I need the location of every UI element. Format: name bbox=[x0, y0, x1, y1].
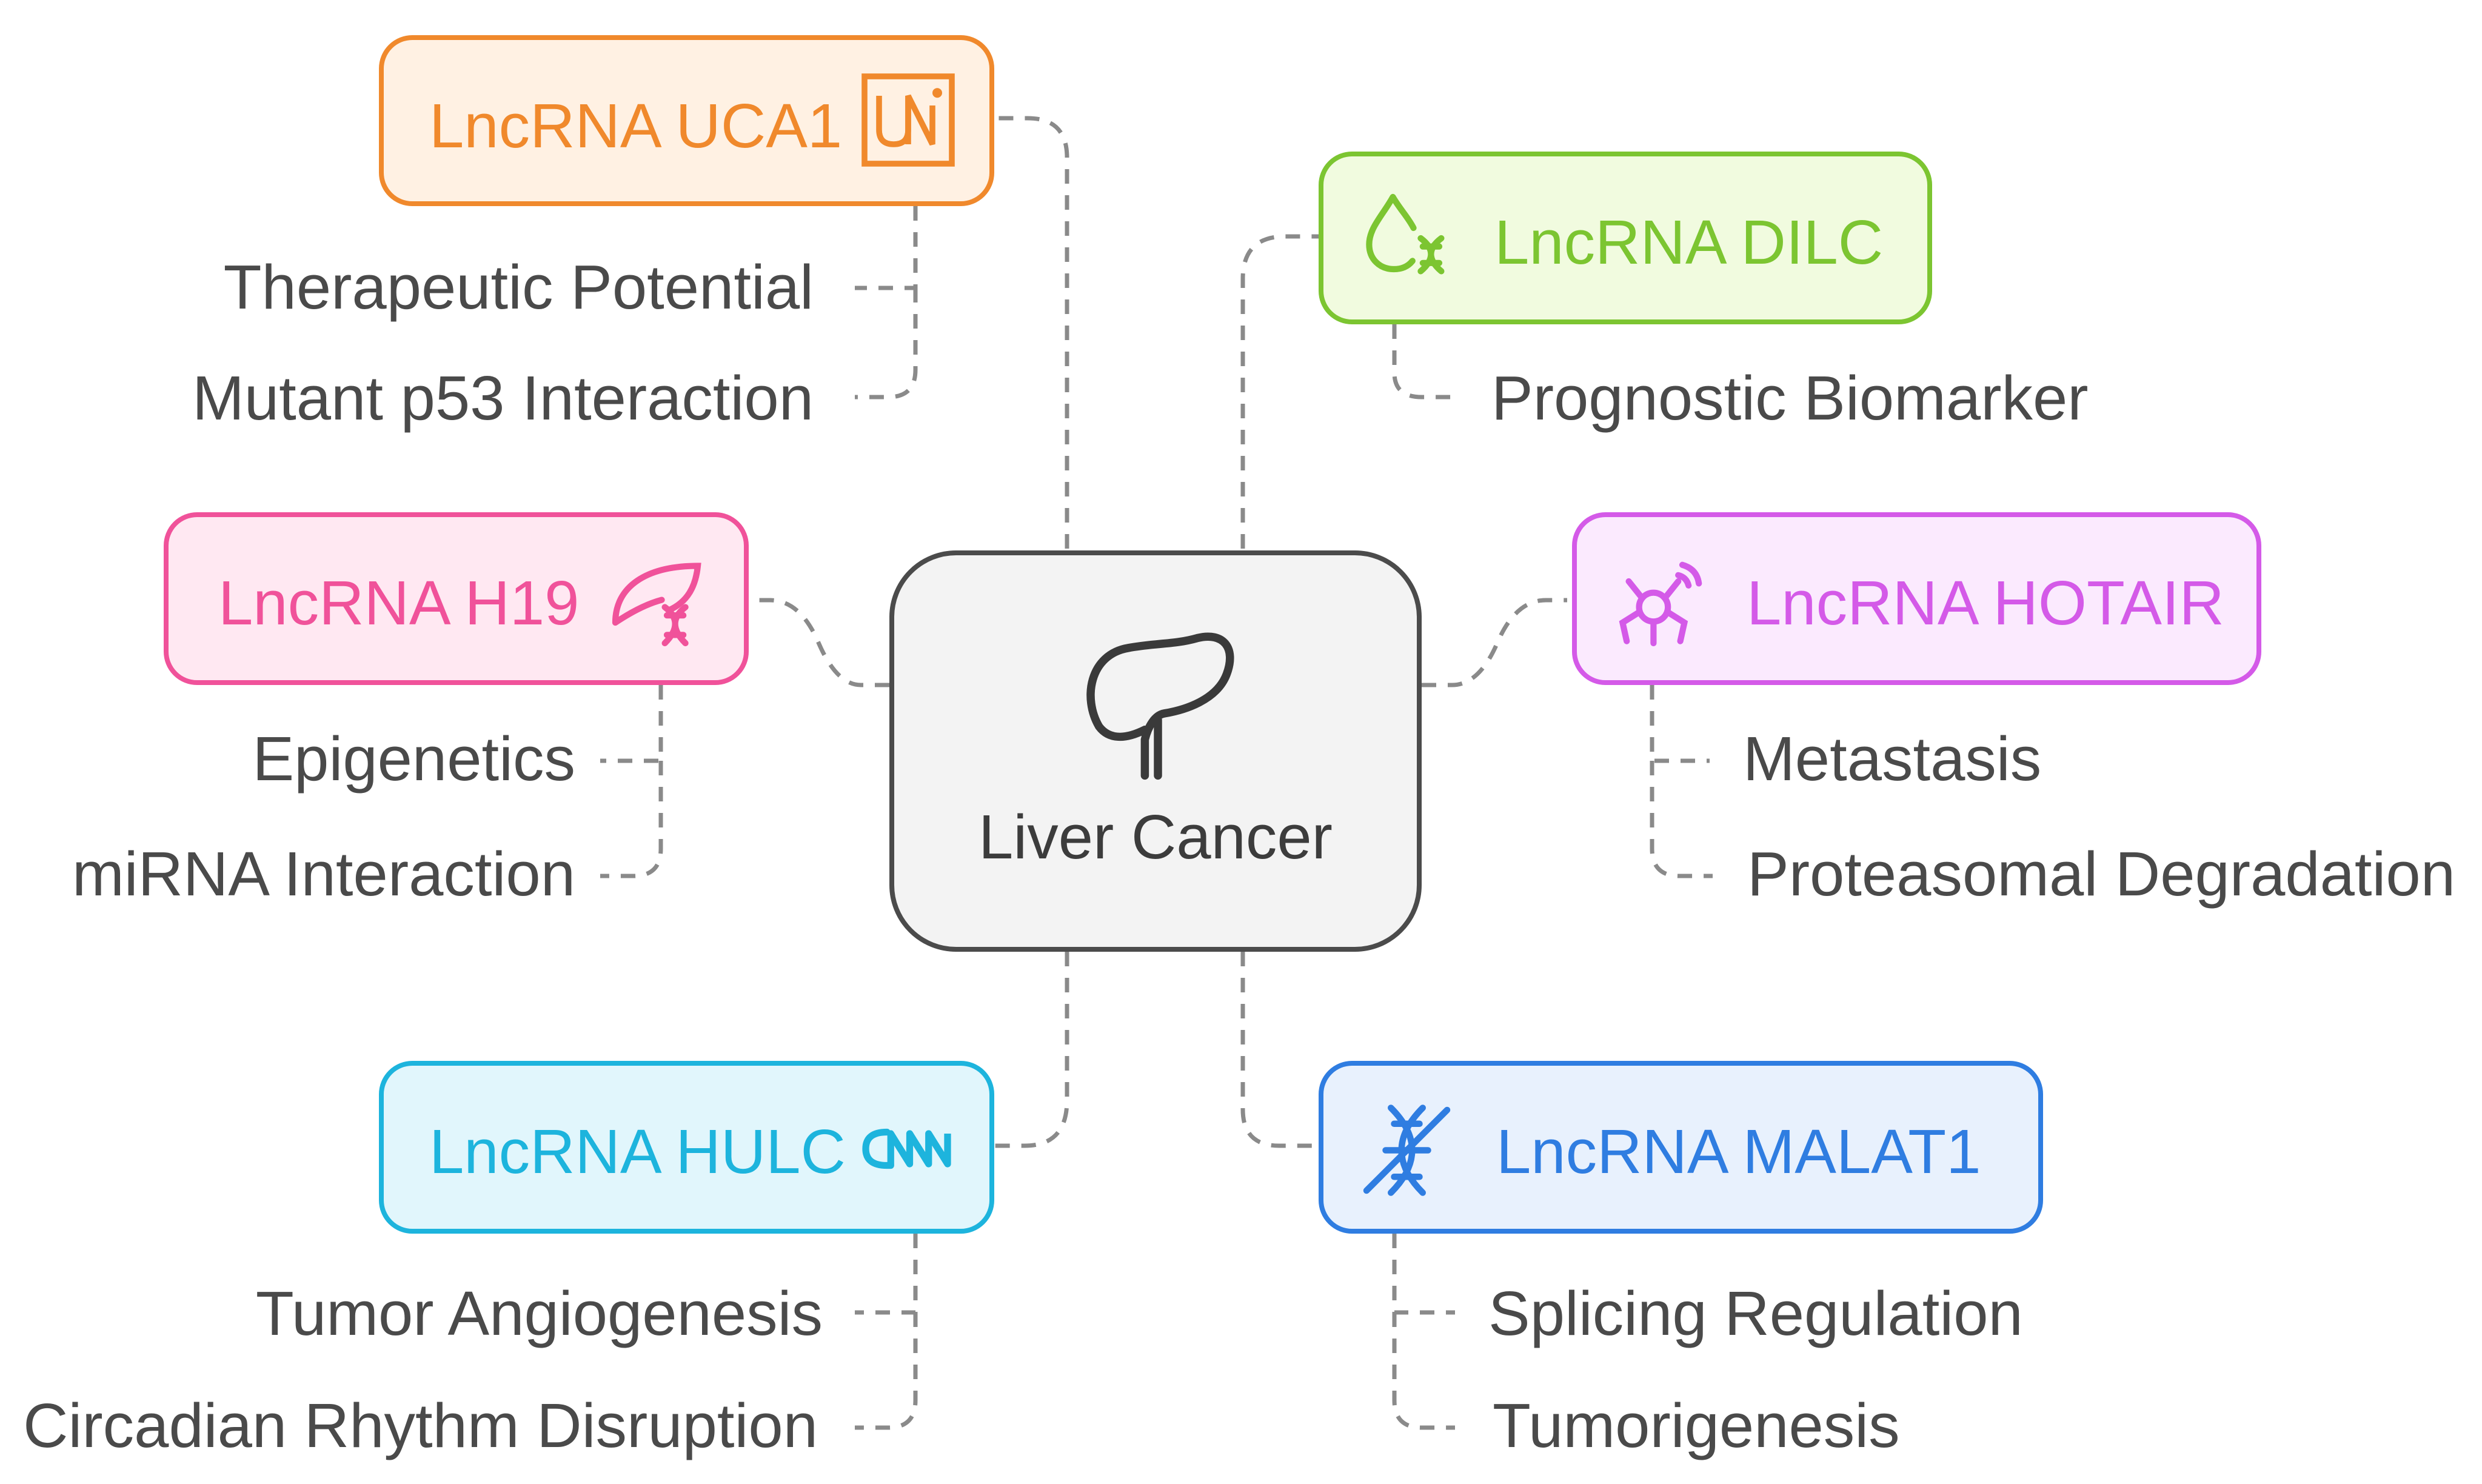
connector-malat1-item-1 bbox=[1392, 1234, 1455, 1315]
center-node: Liver Cancer bbox=[889, 550, 1422, 952]
hulc-item-2: Circadian Rhythm Disruption bbox=[23, 1391, 818, 1460]
connector-hulc-item-1 bbox=[855, 1234, 918, 1315]
hotair-item-2: Proteasomal Degradation bbox=[1747, 839, 2456, 909]
bug-signal-icon bbox=[1619, 561, 1702, 647]
connector-malat1-item-2 bbox=[1392, 1312, 1455, 1430]
dna-slash-icon bbox=[1363, 1105, 1451, 1196]
center-label: Liver Cancer bbox=[978, 802, 1333, 872]
h19-item-1: Epigenetics bbox=[252, 724, 575, 794]
node-malat1-label: LncRNA MALAT1 bbox=[1496, 1117, 1981, 1186]
connector-hotair-item-2 bbox=[1650, 761, 1713, 878]
malat1-item-1: Splicing Regulation bbox=[1488, 1278, 2023, 1348]
connector-dilc-item-1 bbox=[1392, 324, 1455, 399]
connector-uca1-item-1 bbox=[855, 206, 918, 290]
node-dilc-label: LncRNA DILC bbox=[1494, 207, 1884, 277]
node-dilc: LncRNA DILC bbox=[1319, 152, 1932, 324]
dilc-item-1: Prognostic Biomarker bbox=[1491, 363, 2089, 433]
node-hotair-label: LncRNA HOTAIR bbox=[1747, 568, 2224, 638]
connector-hotair bbox=[1422, 598, 1567, 687]
h19-item-2: miRNA Interaction bbox=[72, 839, 575, 909]
hotair-item-1: Metastasis bbox=[1743, 724, 2042, 794]
liver-icon bbox=[1086, 632, 1234, 780]
cnn-icon bbox=[862, 1128, 951, 1169]
connector-h19-item-2 bbox=[600, 761, 663, 878]
connector-hulc bbox=[994, 952, 1069, 1148]
uni-icon bbox=[861, 73, 955, 167]
leaf-dna-icon bbox=[612, 563, 701, 647]
hulc-item-1: Tumor Angiogenesis bbox=[255, 1278, 823, 1348]
node-h19: LncRNA H19 bbox=[164, 512, 749, 685]
uca1-item-1: Therapeutic Potential bbox=[223, 252, 814, 322]
connector-hulc-item-2 bbox=[855, 1312, 918, 1430]
connector-dilc bbox=[1240, 234, 1319, 549]
connector-h19 bbox=[749, 598, 889, 687]
connector-uca1 bbox=[994, 116, 1069, 549]
droplet-dna-icon bbox=[1366, 193, 1445, 275]
node-h19-label: LncRNA H19 bbox=[218, 568, 580, 638]
node-uca1-label: LncRNA UCA1 bbox=[429, 91, 843, 161]
node-hulc-label: LncRNA HULC bbox=[429, 1117, 846, 1186]
connector-malat1 bbox=[1240, 952, 1319, 1148]
connector-h19-item-1 bbox=[600, 685, 663, 763]
node-hulc: LncRNA HULC bbox=[379, 1061, 994, 1234]
connector-uca1-item-2 bbox=[855, 288, 918, 399]
node-malat1: LncRNA MALAT1 bbox=[1319, 1061, 2043, 1234]
connector-hotair-item-1 bbox=[1650, 685, 1710, 763]
malat1-item-2: Tumorigenesis bbox=[1493, 1391, 1900, 1460]
uca1-item-2: Mutant p53 Interaction bbox=[192, 363, 814, 433]
node-uca1: LncRNA UCA1 bbox=[379, 35, 994, 206]
node-hotair: LncRNA HOTAIR bbox=[1572, 512, 2261, 685]
